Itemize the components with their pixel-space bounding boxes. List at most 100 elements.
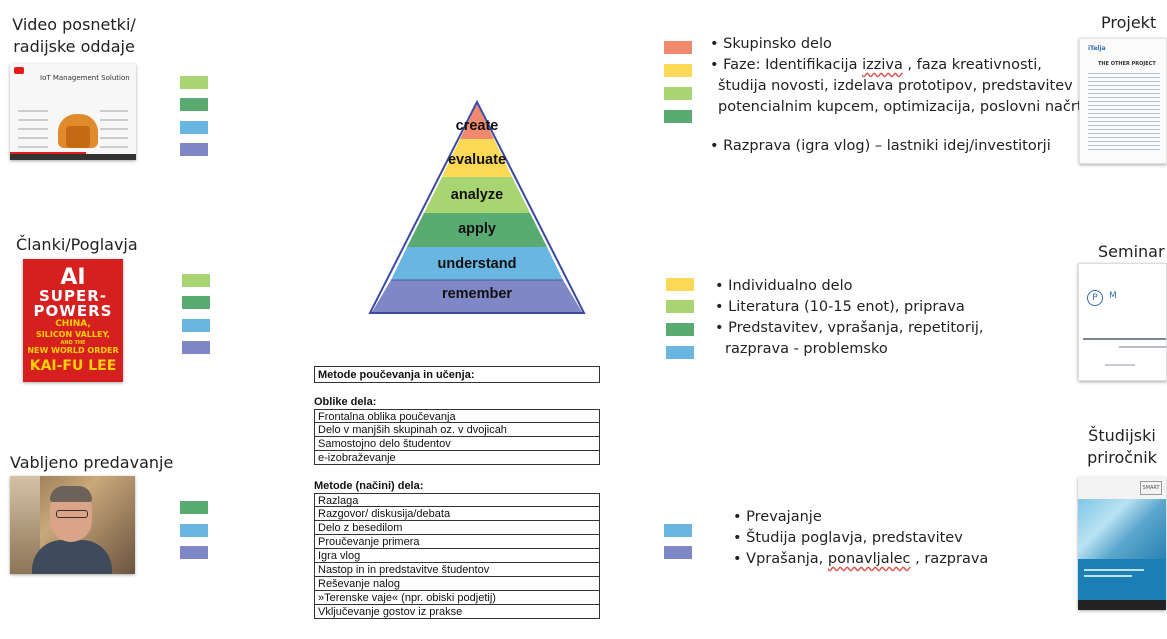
guide-bullet-2: • Študija poglavja, predstavitev bbox=[733, 530, 963, 546]
study-guide-label: Študijski priročnik bbox=[1082, 425, 1162, 469]
video-swatch-evaluate bbox=[180, 76, 208, 89]
video-progress bbox=[10, 152, 86, 154]
forms-row: e-izobraževanje bbox=[314, 451, 600, 465]
book-title-super: SUPER- bbox=[39, 287, 107, 305]
seminar-bullets: • Individualno delo • Literatura (10-15 … bbox=[715, 276, 984, 360]
methods-row: Proučevanje primera bbox=[314, 535, 600, 549]
methods-table-title: Metode poučevanja in učenja: bbox=[314, 366, 600, 383]
seminar-bullet-3-cont: razprava - problemsko bbox=[725, 341, 888, 357]
seminar-document-thumbnail[interactable]: P M bbox=[1078, 263, 1167, 381]
speaker-body bbox=[32, 540, 112, 574]
study-guide-taskbar bbox=[1078, 600, 1166, 610]
methods-row: »Terenske vaje« (npr. obiski podjetij) bbox=[314, 591, 600, 605]
study-guide-thumbnail[interactable]: SMART bbox=[1078, 477, 1166, 610]
video-swatch-understand bbox=[180, 121, 208, 134]
guide-bullet-3-underlined: ponavljalec bbox=[827, 551, 911, 567]
guest-lecture-thumbnail[interactable] bbox=[10, 476, 135, 574]
project-bullet-2-cont1: študija novosti, izdelava prototipov, pr… bbox=[718, 78, 1073, 94]
video-thumb-right-icons bbox=[100, 108, 128, 148]
pyramid-label-remember: remember bbox=[441, 286, 513, 302]
guide-swatch-remember bbox=[664, 546, 692, 559]
book-cover[interactable]: AI SUPER- POWERS CHINA, SILICON VALLEY, … bbox=[23, 259, 123, 382]
project-bullet-2: • Faze: Identifikacija izziva , faza kre… bbox=[710, 55, 1083, 76]
video-thumb-title: IoT Management Solution bbox=[40, 74, 130, 82]
seminar-swatch-analyze bbox=[666, 300, 694, 313]
speaker-hair bbox=[50, 486, 92, 502]
study-guide-title-line bbox=[1084, 569, 1144, 571]
video-label-line1: Video posnetki/ bbox=[12, 15, 136, 34]
forms-list: Frontalna oblika poučevanja Delo v manjš… bbox=[314, 409, 600, 465]
methods-row: Delo z besedilom bbox=[314, 521, 600, 535]
study-guide-label-line2: priročnik bbox=[1087, 448, 1157, 467]
seminar-doc-author bbox=[1119, 346, 1166, 348]
speaker-glasses bbox=[56, 510, 88, 518]
methods-list: Razlaga Razgovor/ diskusija/debata Delo … bbox=[314, 493, 600, 619]
video-swatch-apply bbox=[180, 98, 208, 111]
project-swatch-apply bbox=[664, 110, 692, 123]
guide-bullet-3: • Vprašanja, ponavljalec , razprava bbox=[733, 549, 988, 570]
seminar-swatch-understand bbox=[666, 346, 694, 359]
project-bullet-1: • Skupinsko delo bbox=[710, 36, 832, 52]
video-thumbnail[interactable]: IoT Management Solution bbox=[10, 64, 136, 160]
book-title-ai: AI bbox=[60, 265, 86, 290]
seminar-bullet-2: • Literatura (10-15 enot), priprava bbox=[715, 299, 965, 315]
forms-row: Frontalna oblika poučevanja bbox=[314, 409, 600, 423]
video-label: Video posnetki/ radijske oddaje bbox=[4, 14, 144, 58]
study-guide-subtitle-line bbox=[1084, 575, 1132, 577]
pyramid-label-analyze: analyze bbox=[450, 187, 504, 203]
seminar-swatch-evaluate bbox=[666, 278, 694, 291]
project-bullet-2b: , faza kreativnosti, bbox=[902, 57, 1042, 73]
project-doc-text bbox=[1088, 73, 1160, 153]
pyramid-level-evaluate bbox=[442, 139, 512, 177]
video-thumb-left-icons bbox=[18, 108, 48, 148]
project-bullet-2a: • Faze: Identifikacija bbox=[710, 57, 863, 73]
articles-swatch-remember bbox=[182, 341, 210, 354]
server-icon bbox=[66, 126, 90, 148]
guest-swatch-understand bbox=[180, 524, 208, 537]
pyramid-level-analyze bbox=[424, 177, 530, 213]
guide-bullet-1: • Prevajanje bbox=[733, 509, 822, 525]
methods-row: Igra vlog bbox=[314, 549, 600, 563]
guest-lecture-label: Vabljeno predavanje bbox=[10, 453, 174, 472]
book-sub-nwo: NEW WORLD ORDER bbox=[27, 346, 119, 355]
pyramid-level-remember bbox=[372, 280, 582, 312]
methods-table: Metode poučevanja in učenja: Oblike dela… bbox=[314, 366, 600, 619]
project-bullet-3: • Razprava (igra vlog) – lastniki idej/i… bbox=[710, 138, 1051, 154]
guest-swatch-remember bbox=[180, 546, 208, 559]
project-document-thumbnail[interactable]: iTelja THE OTHER PROJECT bbox=[1079, 38, 1167, 164]
study-guide-label-line1: Študijski bbox=[1088, 426, 1156, 445]
seminar-p-logo-icon: P bbox=[1087, 290, 1103, 306]
articles-swatch-analyze bbox=[182, 274, 210, 287]
methods-row: Nastop in in predstavitve študentov bbox=[314, 563, 600, 577]
project-label: Projekt bbox=[1101, 13, 1157, 32]
book-title-powers: POWERS bbox=[33, 302, 113, 320]
methods-row: Reševanje nalog bbox=[314, 577, 600, 591]
guide-bullets: • Prevajanje • Študija poglavja, predsta… bbox=[733, 507, 988, 570]
pyramid-label-apply: apply bbox=[458, 221, 496, 237]
youtube-logo-icon bbox=[14, 67, 24, 74]
project-bullets: • Skupinsko delo • Faze: Identifikacija … bbox=[710, 34, 1083, 157]
pyramid-label-create: create bbox=[455, 118, 499, 134]
book-sub-andthe: AND THE bbox=[60, 340, 86, 346]
pyramid-level-understand bbox=[391, 247, 563, 280]
seminar-swatch-apply bbox=[666, 323, 694, 336]
seminar-bullet-3: • Predstavitev, vprašanja, repetitorij, bbox=[715, 320, 984, 336]
book-author: KAI-FU LEE bbox=[29, 358, 117, 374]
video-label-line2: radijske oddaje bbox=[13, 37, 135, 56]
study-guide-header bbox=[1078, 477, 1166, 499]
forms-row: Samostojno delo študentov bbox=[314, 437, 600, 451]
seminar-label: Seminar bbox=[1098, 242, 1165, 261]
methods-heading: Metode (načini) dela: bbox=[314, 480, 424, 492]
pyramid-label-evaluate: evaluate bbox=[447, 152, 507, 168]
articles-swatch-apply bbox=[182, 296, 210, 309]
pyramid-level-apply bbox=[407, 213, 547, 247]
study-guide-logo: SMART bbox=[1140, 481, 1162, 495]
forms-heading: Oblike dela: bbox=[314, 396, 377, 408]
guide-swatch-understand bbox=[664, 524, 692, 537]
seminar-bullet-1: • Individualno delo bbox=[715, 278, 853, 294]
methods-row: Razlaga bbox=[314, 493, 600, 507]
guide-bullet-3b: , razprava bbox=[910, 551, 989, 567]
project-doc-heading: THE OTHER PROJECT bbox=[1098, 61, 1156, 67]
forms-row: Delo v manjših skupinah oz. v dvojicah bbox=[314, 423, 600, 437]
book-sub-silicon: SILICON VALLEY, bbox=[36, 330, 110, 339]
